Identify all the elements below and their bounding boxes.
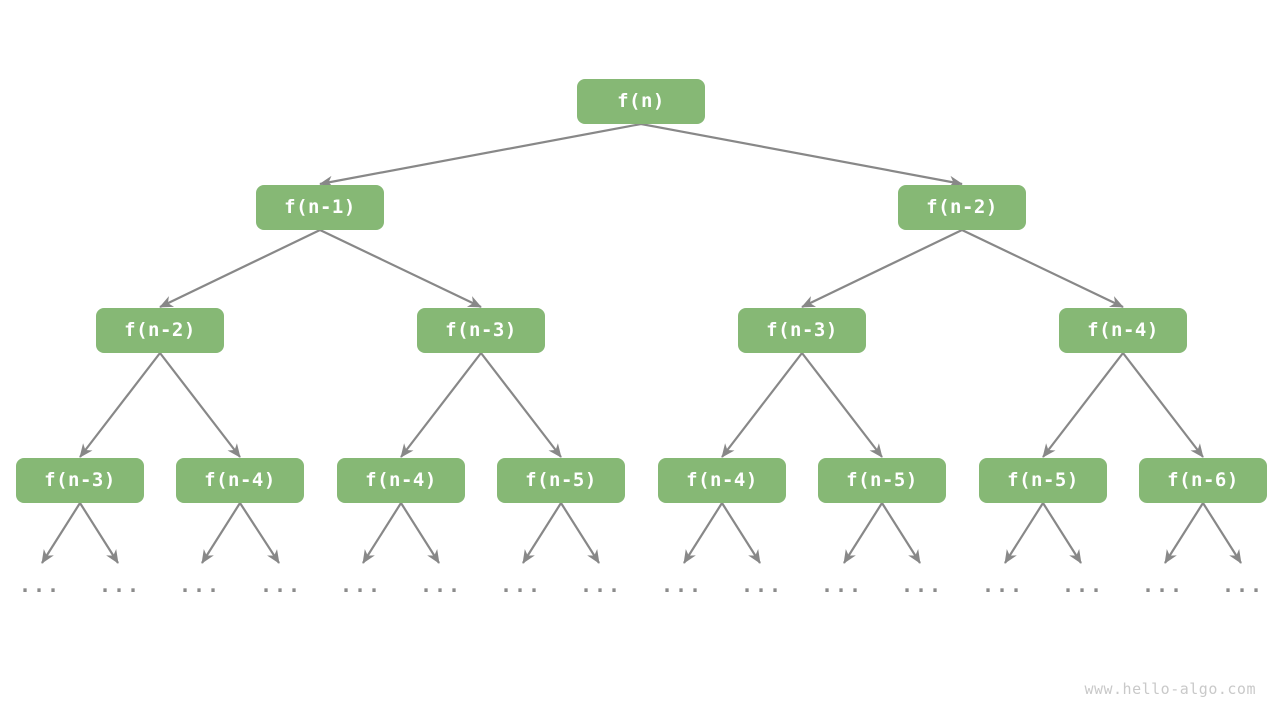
- tree-node[interactable]: f(n-4): [337, 457, 465, 503]
- leaf-ellipsis: ...: [820, 573, 864, 597]
- leaf-ellipsis: ...: [419, 573, 463, 597]
- tree-node[interactable]: f(n-5): [818, 457, 946, 503]
- tree-edge: [1042, 352, 1124, 458]
- tree-node[interactable]: f(n-3): [16, 457, 144, 503]
- tree-edge: [721, 352, 803, 458]
- tree-node[interactable]: f(n-4): [176, 457, 304, 503]
- tree-edge: [843, 502, 883, 564]
- leaf-ellipsis: ...: [259, 573, 303, 597]
- leaf-ellipsis: ...: [1061, 573, 1105, 597]
- leaf-ellipsis: ...: [499, 573, 543, 597]
- leaf-ellipsis: ...: [98, 573, 142, 597]
- tree-edge: [1004, 502, 1044, 564]
- tree-node[interactable]: f(n-4): [658, 457, 786, 503]
- tree-edge: [522, 502, 562, 564]
- tree-edge: [683, 502, 723, 564]
- tree-node[interactable]: f(n-3): [417, 307, 545, 353]
- tree-edge: [1164, 502, 1204, 564]
- tree-edge: [961, 229, 1124, 308]
- tree-edge: [159, 352, 241, 458]
- leaf-ellipsis: ...: [1221, 573, 1265, 597]
- tree-node[interactable]: f(n-5): [497, 457, 625, 503]
- tree-edge: [721, 502, 761, 564]
- tree-edge: [1122, 352, 1204, 458]
- leaf-ellipsis: ...: [900, 573, 944, 597]
- leaf-ellipsis: ...: [178, 573, 222, 597]
- tree-edge: [801, 352, 883, 458]
- tree-edge: [400, 502, 440, 564]
- tree-edge: [881, 502, 921, 564]
- tree-edge: [159, 229, 321, 308]
- tree-edge: [41, 502, 81, 564]
- tree-node[interactable]: f(n-1): [256, 184, 384, 230]
- tree-node[interactable]: f(n-4): [1059, 307, 1187, 353]
- tree-edge: [201, 502, 241, 564]
- leaf-ellipsis: ...: [740, 573, 784, 597]
- tree-edge: [1202, 502, 1242, 564]
- leaf-ellipsis: ...: [339, 573, 383, 597]
- tree-edge: [560, 502, 600, 564]
- tree-edge: [801, 229, 963, 308]
- leaf-ellipsis: ...: [660, 573, 704, 597]
- leaf-ellipsis: ...: [1141, 573, 1185, 597]
- tree-node[interactable]: f(n): [577, 78, 705, 124]
- leaf-ellipsis: ...: [981, 573, 1025, 597]
- tree-edge: [79, 502, 119, 564]
- leaf-ellipsis: ...: [579, 573, 623, 597]
- tree-edge: [79, 352, 161, 458]
- tree-edge: [319, 122, 642, 188]
- tree-node[interactable]: f(n-3): [738, 307, 866, 353]
- tree-edge: [319, 229, 482, 308]
- tree-edge: [1042, 502, 1082, 564]
- watermark: www.hello-algo.com: [1084, 680, 1256, 698]
- tree-node[interactable]: f(n-2): [96, 307, 224, 353]
- tree-edge: [480, 352, 562, 458]
- tree-edge: [239, 502, 280, 564]
- tree-edge: [640, 122, 963, 188]
- tree-node[interactable]: f(n-6): [1139, 457, 1267, 503]
- leaf-ellipsis: ...: [18, 573, 62, 597]
- tree-node[interactable]: f(n-2): [898, 184, 1026, 230]
- tree-edge: [400, 352, 482, 458]
- tree-edge: [362, 502, 402, 564]
- tree-node[interactable]: f(n-5): [979, 457, 1107, 503]
